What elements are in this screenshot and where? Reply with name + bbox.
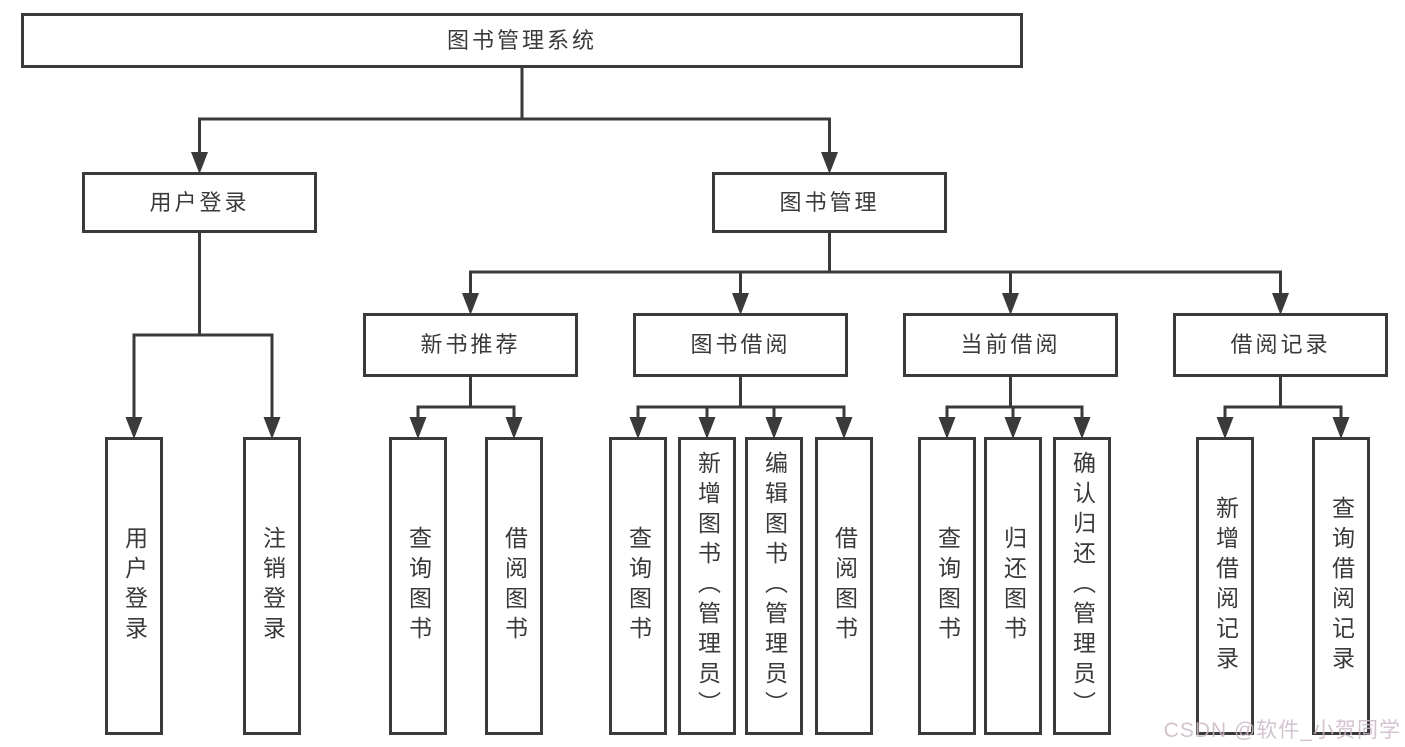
node-box-borrow-edit: 编辑图书（管理员） (745, 437, 803, 735)
node-box-borrow-query: 查询图书 (609, 437, 667, 735)
arrowhead-icon (765, 417, 783, 439)
node-label-login-logout: 注销登录 (259, 526, 286, 646)
node-box-login-logout: 注销登录 (243, 437, 301, 735)
node-box-records-query: 查询借阅记录 (1312, 437, 1370, 735)
arrowhead-icon (462, 293, 479, 315)
arrowhead-icon (1073, 417, 1091, 439)
node-box-rec: 新书推荐 (363, 313, 578, 377)
arrowhead-icon (1272, 293, 1289, 315)
node-label-login: 用户登录 (149, 189, 250, 215)
node-box-current-query: 查询图书 (918, 437, 976, 735)
node-label-root: 图书管理系统 (446, 27, 597, 53)
node-box-current: 当前借阅 (903, 313, 1118, 377)
arrowhead-icon (821, 152, 838, 174)
arrowhead-icon (191, 152, 208, 174)
arrowhead-icon (835, 417, 853, 439)
node-box-borrow-lend: 借阅图书 (815, 437, 873, 735)
arrowhead-icon (629, 417, 647, 439)
node-label-current-confirm: 确认归还（管理员） (1069, 451, 1096, 721)
arrowhead-icon (698, 417, 716, 439)
node-box-current-confirm: 确认归还（管理员） (1053, 437, 1111, 735)
node-label-rec: 新书推荐 (420, 332, 521, 357)
node-box-borrow: 图书借阅 (633, 313, 848, 377)
node-label-login-user: 用户登录 (121, 526, 148, 646)
arrowhead-icon (125, 417, 143, 439)
arrowhead-icon (732, 293, 749, 315)
arrowhead-icon (1332, 417, 1350, 439)
node-label-borrow-lend: 借阅图书 (831, 526, 858, 646)
arrowhead-icon (938, 417, 956, 439)
node-label-current: 当前借阅 (960, 332, 1061, 357)
node-box-borrow-add: 新增图书（管理员） (678, 437, 736, 735)
arrowhead-icon (505, 417, 523, 439)
node-box-current-return: 归还图书 (984, 437, 1042, 735)
node-box-login: 用户登录 (82, 172, 317, 233)
node-box-records-add: 新增借阅记录 (1196, 437, 1254, 735)
arrowhead-icon (409, 417, 427, 439)
node-label-current-return: 归还图书 (1000, 526, 1027, 646)
watermark: CSDN @软件_小贺同学 (1163, 719, 1401, 742)
arrowhead-icon (1002, 293, 1019, 315)
node-label-borrow-add: 新增图书（管理员） (694, 451, 721, 721)
node-label-borrow: 图书借阅 (690, 332, 791, 357)
arrowhead-icon (263, 417, 281, 439)
node-label-current-query: 查询图书 (934, 526, 961, 646)
arrowhead-icon (1216, 417, 1234, 439)
node-box-mgmt: 图书管理 (712, 172, 947, 233)
node-label-records: 借阅记录 (1230, 332, 1331, 357)
node-label-borrow-query: 查询图书 (625, 526, 652, 646)
node-box-records: 借阅记录 (1173, 313, 1388, 377)
node-label-records-query: 查询借阅记录 (1328, 496, 1355, 676)
arrowhead-icon (1004, 417, 1022, 439)
node-label-borrow-edit: 编辑图书（管理员） (761, 451, 788, 721)
node-box-root: 图书管理系统 (21, 13, 1023, 68)
node-box-rec-borrow: 借阅图书 (485, 437, 543, 735)
node-label-mgmt: 图书管理 (779, 189, 880, 215)
node-box-rec-query: 查询图书 (389, 437, 447, 735)
node-label-records-add: 新增借阅记录 (1212, 496, 1239, 676)
node-label-rec-borrow: 借阅图书 (501, 526, 528, 646)
node-box-login-user: 用户登录 (105, 437, 163, 735)
node-label-rec-query: 查询图书 (405, 526, 432, 646)
